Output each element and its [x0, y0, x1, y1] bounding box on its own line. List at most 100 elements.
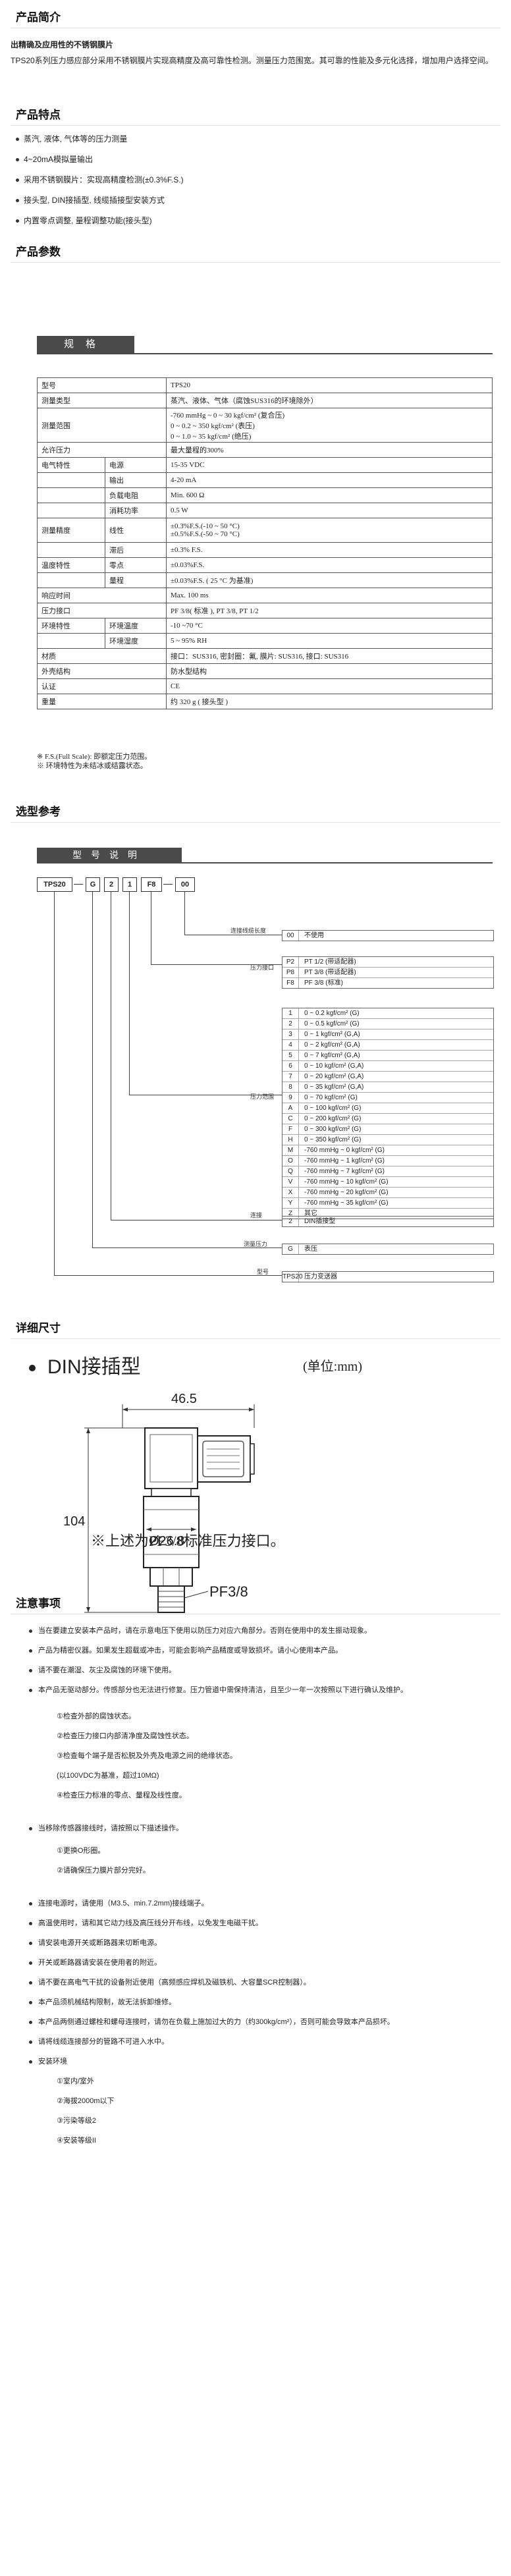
- notice-subitem: (以100VDC为基准，超过10MΩ): [57, 1772, 159, 1780]
- intro-heading: 产品简介: [16, 11, 61, 24]
- spec-sublabel: 环境湿度: [105, 633, 167, 649]
- din-title: DIN接插型: [29, 1350, 141, 1379]
- group-label: 压力范围: [250, 1093, 275, 1100]
- spec-label: [37, 503, 105, 518]
- notice-item: 本产品须机械结构限制，故无法拆卸维修。: [29, 1997, 176, 2008]
- connector-line: [92, 1247, 282, 1248]
- spec-label: [37, 487, 105, 503]
- option-desc: 0 ~ 300 kgf/cm² (G): [304, 1126, 362, 1133]
- notice-subitem: ①检查外部的腐蚀状态。: [57, 1713, 136, 1720]
- notice-subitem: ①室内/室外: [57, 2077, 94, 2085]
- intro-lead: 出精确及应用性的不锈钢膜片: [11, 40, 114, 49]
- option-desc: 0 ~ 2 kgf/cm² (G,A): [304, 1041, 360, 1049]
- spec-value: ±0.03%F.S.: [166, 557, 493, 573]
- code-dash: [74, 884, 83, 885]
- option-row: 3 0 ~ 1 kgf/cm² (G,A): [282, 1029, 493, 1040]
- notice-item: 请安装电源开关或断路器来切断电源。: [29, 1938, 161, 1948]
- option-code: G: [282, 1244, 299, 1254]
- spec-sublabel: 环境温度: [105, 618, 167, 634]
- option-desc: 压力变送器: [304, 1273, 337, 1280]
- notice-item: 产品为精密仪器。如果发生超载或冲击，可能会影响产品精度或导致损坏。请小心使用本产…: [29, 1645, 342, 1656]
- features-heading: 产品特点: [16, 109, 61, 121]
- notice-subitem: ④检查压力标准的零点、量程及线性度。: [57, 1792, 186, 1799]
- notice-item: 当移除传感器接线时，请按照以下描述操作。: [29, 1823, 183, 1834]
- option-row: O-760 mmHg ~ 1 kgf/cm² (G): [282, 1156, 493, 1166]
- notice-item: 高温使用时，请和其它动力线及高压线分开布线，以免发生电磁干扰。: [29, 1918, 263, 1929]
- option-desc: 0 ~ 1 kgf/cm² (G,A): [304, 1031, 360, 1038]
- notice-item: 安装环境: [29, 2056, 67, 2067]
- spec-value: Max. 100 ms: [166, 588, 493, 603]
- notice-subitem: ③污染等级2: [57, 2117, 96, 2125]
- option-row: M-760 mmHg ~ 0 kgf/cm² (G): [282, 1145, 493, 1156]
- dimensions-heading: 详细尺寸: [16, 1322, 61, 1334]
- option-desc: -760 mmHg ~ 10 kgf/cm² (G): [304, 1178, 389, 1186]
- code-range: 1: [122, 877, 137, 892]
- spec-value: PF 3/8( 标准 ), PT 3/8, PT 1/2: [166, 603, 493, 618]
- table-row: 允许压力最大量程的300%: [37, 442, 493, 458]
- divider: [37, 862, 493, 863]
- spec-label: [37, 572, 105, 588]
- connector-line: [92, 892, 93, 1247]
- option-desc: -760 mmHg ~ 20 kgf/cm² (G): [304, 1189, 389, 1196]
- group-label: 压力接口: [250, 964, 275, 971]
- option-desc: 0 ~ 0.2 kgf/cm² (G): [304, 1010, 360, 1017]
- divider: [11, 262, 500, 263]
- option-code: A: [282, 1103, 299, 1113]
- thread-label: PF3/8: [209, 1583, 248, 1600]
- selection-heading: 选型参考: [16, 806, 61, 818]
- divider: [37, 353, 493, 354]
- notice-item: 当在要建立安装本产品时，请在示意电压下使用以防压力对应六角部分。否则在使用中的发…: [29, 1626, 371, 1636]
- table-row: 重量约 320 g ( 接头型 ): [37, 694, 493, 709]
- list-item: 4~20mA模拟量输出: [16, 150, 184, 170]
- spec-value: TPS20: [166, 377, 493, 393]
- code-model: TPS20: [37, 877, 72, 892]
- option-code: O: [282, 1156, 299, 1166]
- option-code: 7: [282, 1072, 299, 1082]
- option-code: M: [282, 1145, 299, 1155]
- spec-label: 响应时间: [37, 588, 167, 603]
- option-code: 6: [282, 1061, 299, 1071]
- width-dim: 46.5: [171, 1392, 197, 1406]
- spec-table-title: 规格: [37, 336, 134, 353]
- option-desc: PF 3/8 (标准): [304, 979, 343, 987]
- table-row: 滞后±0.3% F.S.: [37, 542, 493, 558]
- option-code: 3: [282, 1029, 299, 1039]
- notice-item: 本产品无驱动部分。传感部分也无法进行修复。压力管道中需保持清洁，且至少一年一次按…: [29, 1685, 408, 1695]
- option-code: P8: [282, 968, 299, 977]
- notice-item: 连接电源时，请使用（M3.5、min.7.2mm)接线端子。: [29, 1898, 209, 1909]
- option-code: X: [282, 1188, 299, 1197]
- spec-sublabel: 消耗功率: [105, 503, 167, 518]
- option-code: Y: [282, 1198, 299, 1208]
- code-dash: [163, 884, 173, 885]
- spec-value: ±0.03%F.S. ( 25 °C 为基准): [166, 572, 493, 588]
- notice-subitem: ①更换O形圈。: [57, 1847, 105, 1855]
- option-row: Q-760 mmHg ~ 7 kgf/cm² (G): [282, 1166, 493, 1177]
- option-code: Z: [282, 1209, 299, 1219]
- notice-subitem: ②检查压力接口内部清净度及腐蚀性状态。: [57, 1732, 194, 1740]
- option-code: P2: [282, 957, 299, 967]
- spec-label: 测量精度: [37, 518, 105, 543]
- note: ※ F.S.(Full Scale): 即额定压力范围。: [37, 753, 152, 761]
- intro-body: TPS20系列压力感应部分采用不锈钢膜片实现高精度及高可靠性检测。测量压力范围宽…: [11, 56, 493, 65]
- spec-label: 温度特性: [37, 557, 105, 573]
- code-port: F8: [141, 877, 162, 892]
- list-item: 蒸汽, 液体, 气体等的压力测量: [16, 129, 184, 150]
- table-row: 环境特性环境温度-10 ~70 °C: [37, 618, 493, 634]
- connector-line: [54, 1275, 282, 1276]
